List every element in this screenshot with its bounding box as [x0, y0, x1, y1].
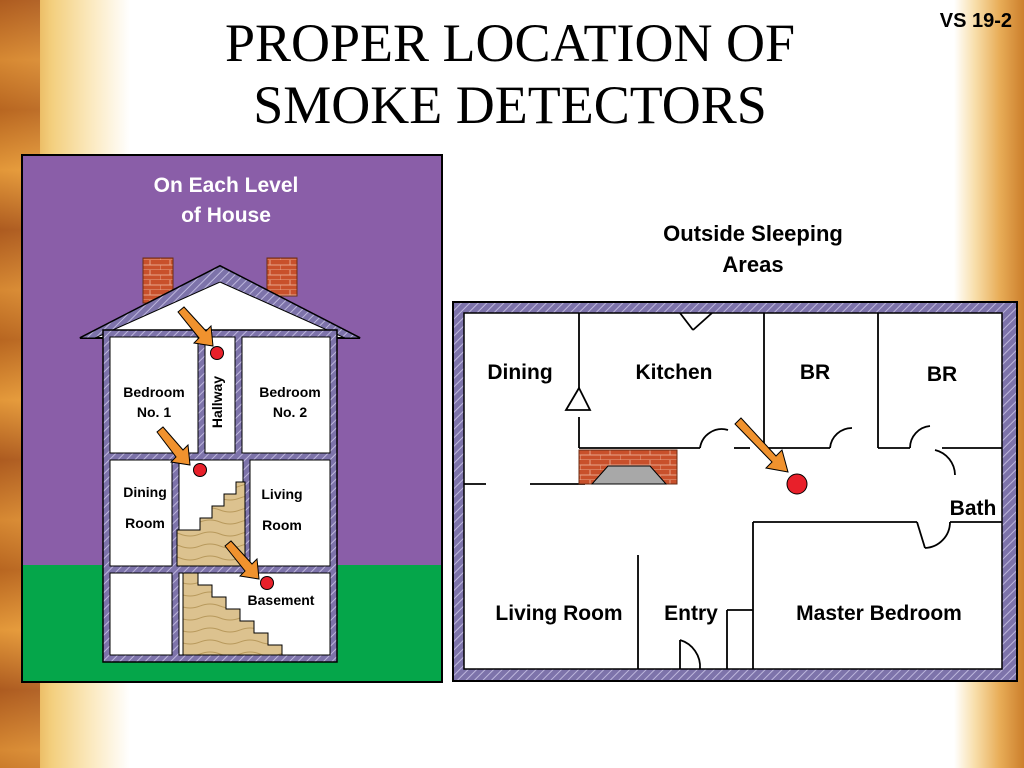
label-bedroom-2-line-2: No. 2 [273, 404, 307, 420]
label-fp-br-2: BR [927, 363, 957, 386]
label-fp-living-room: Living Room [495, 602, 622, 625]
smoke-detector-stairs [193, 463, 207, 477]
slide-title: PROPER LOCATION OF SMOKE DETECTORS [150, 12, 870, 136]
label-bedroom-1-line-1: Bedroom [123, 384, 184, 400]
house-caption-line-1: On Each Level [154, 174, 299, 197]
floorplan-panel: Dining Kitchen BR BR Bath Living Room En… [452, 301, 1018, 682]
label-bedroom-1-line-2: No. 1 [137, 404, 171, 420]
label-living-line-2: Room [262, 517, 302, 533]
stairs-lower [182, 572, 283, 656]
house-panel-frame [21, 154, 443, 683]
room-living [249, 459, 331, 567]
outside-sleeping-caption: Outside Sleeping Areas [628, 218, 878, 280]
room-bedroom-2 [241, 336, 331, 454]
label-fp-entry: Entry [664, 602, 718, 625]
label-dining-line-2: Room [125, 515, 165, 531]
arrow-icon-hallway [177, 306, 214, 347]
room-dining [109, 459, 173, 567]
arrow-icon-stairs-top [156, 426, 191, 466]
smoke-detector-hall [786, 473, 808, 495]
outside-caption-line-1: Outside Sleeping [663, 221, 843, 246]
chimney-right [266, 257, 298, 297]
smoke-detector-basement [260, 576, 274, 590]
smoke-detector-hallway [210, 346, 224, 360]
fireplace-hearth [590, 465, 668, 485]
arrow-icon-hall [734, 417, 789, 473]
label-hallway: Hallway [209, 376, 225, 428]
title-line-2: SMOKE DETECTORS [253, 75, 767, 135]
title-line-1: PROPER LOCATION OF [224, 13, 796, 73]
arrow-icon-basement [224, 540, 260, 580]
floorplan-walls [464, 312, 1002, 670]
house-panel: On Each Level of House Bedroom No. 1 Hal… [21, 154, 443, 683]
label-dining-line-1: Dining [123, 484, 167, 500]
outside-caption-line-2: Areas [722, 252, 784, 277]
arrow-icons [156, 306, 260, 580]
label-fp-br-1: BR [800, 361, 830, 384]
label-bedroom-2-line-1: Bedroom [259, 384, 320, 400]
room-basement-left [109, 572, 173, 656]
label-fp-kitchen: Kitchen [635, 361, 712, 384]
label-living-line-1: Living [261, 486, 302, 502]
label-fp-dining: Dining [487, 361, 552, 384]
label-fp-master-bedroom: Master Bedroom [796, 602, 962, 625]
room-bedroom-1 [109, 336, 199, 454]
label-basement: Basement [248, 592, 315, 608]
label-fp-bath: Bath [950, 497, 997, 520]
house-caption-line-2: of House [181, 204, 271, 227]
slide-id: VS 19-2 [939, 10, 1012, 32]
